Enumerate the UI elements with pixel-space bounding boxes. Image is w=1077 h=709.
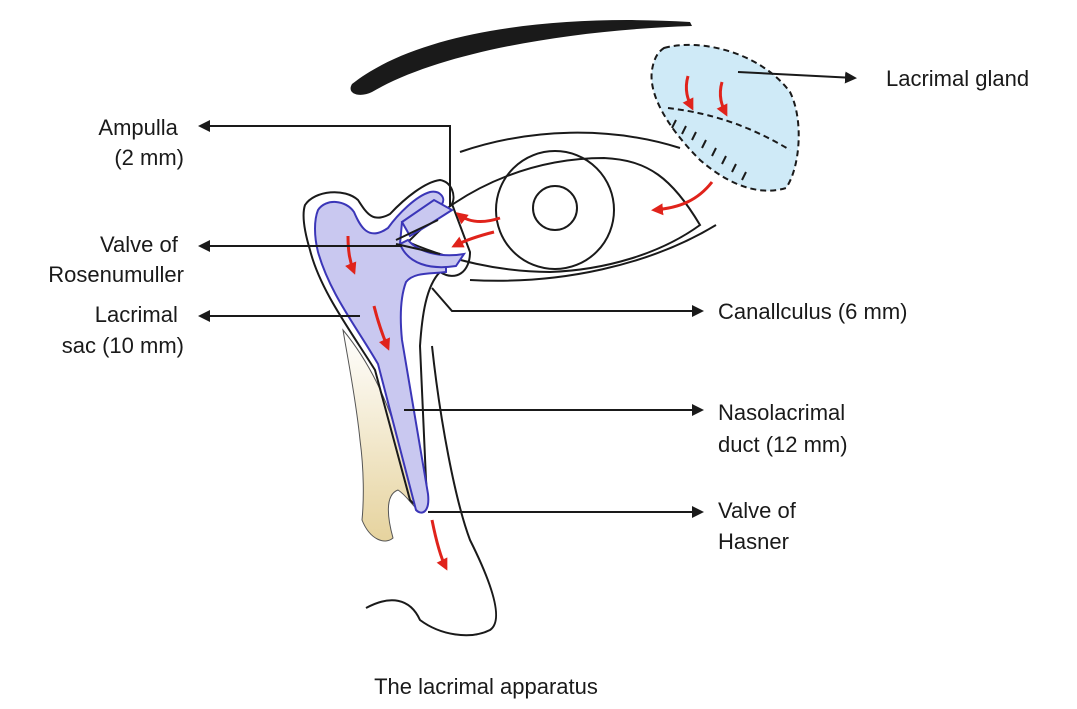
label-valve-hasner-line-1: Valve of [718,498,797,523]
label-ampulla-line-2: (2 mm) [114,145,184,170]
flow-arrow [451,230,495,248]
flow-arrow [455,212,501,225]
label-ampulla-line-1: Ampulla [98,115,178,140]
lacrimal-gland [650,43,800,192]
label-lacrimal-gland: Lacrimal gland [886,66,1029,91]
tear-flow-arrows [345,75,728,571]
label-nasolacrimal-duct-line-2: duct (12 mm) [718,432,848,457]
label-lacrimal-sac-line-1: Lacrimal [95,302,178,327]
upper-lid-crease [459,131,681,153]
lower-lid-line [469,224,717,282]
sac-outer-outline [302,178,472,506]
eyebrow [350,20,692,95]
label-valve-hasner: Valve of Hasner [718,498,802,554]
canaliculus-inner-line [395,219,441,255]
pupil [532,185,578,231]
eye-outline [406,156,702,274]
label-valve-rosenmuller: Valve of Rosenumuller [48,232,184,287]
lower-canaliculus [398,238,467,269]
flow-arrow [430,519,448,571]
flow-arrow [372,305,390,351]
label-nasolacrimal-duct-line-1: Nasolacrimal [718,400,845,425]
label-ampulla: Ampulla (2 mm) [98,115,184,170]
label-canaliculus: Canallculus (6 mm) [718,299,908,324]
figure-caption: The lacrimal apparatus [374,674,598,699]
leader-lines [198,71,857,518]
iris [495,150,615,270]
flow-arrow [716,81,728,117]
flow-arrow [651,181,714,216]
flow-arrow [682,75,694,111]
gland-lobe-divider [667,107,791,151]
label-valve-rosenmuller-line-2: Rosenumuller [48,262,184,287]
flow-arrow [345,235,357,275]
label-lacrimal-sac: Lacrimal sac (10 mm) [62,302,184,358]
label-valve-rosenmuller-line-1: Valve of [100,232,179,257]
label-nasolacrimal-duct: Nasolacrimal duct (12 mm) [718,400,851,457]
label-valve-hasner-line-2: Hasner [718,529,789,554]
gland-ductules [671,119,747,181]
label-lacrimal-sac-line-2: sac (10 mm) [62,333,184,358]
nose-outline [365,345,498,637]
